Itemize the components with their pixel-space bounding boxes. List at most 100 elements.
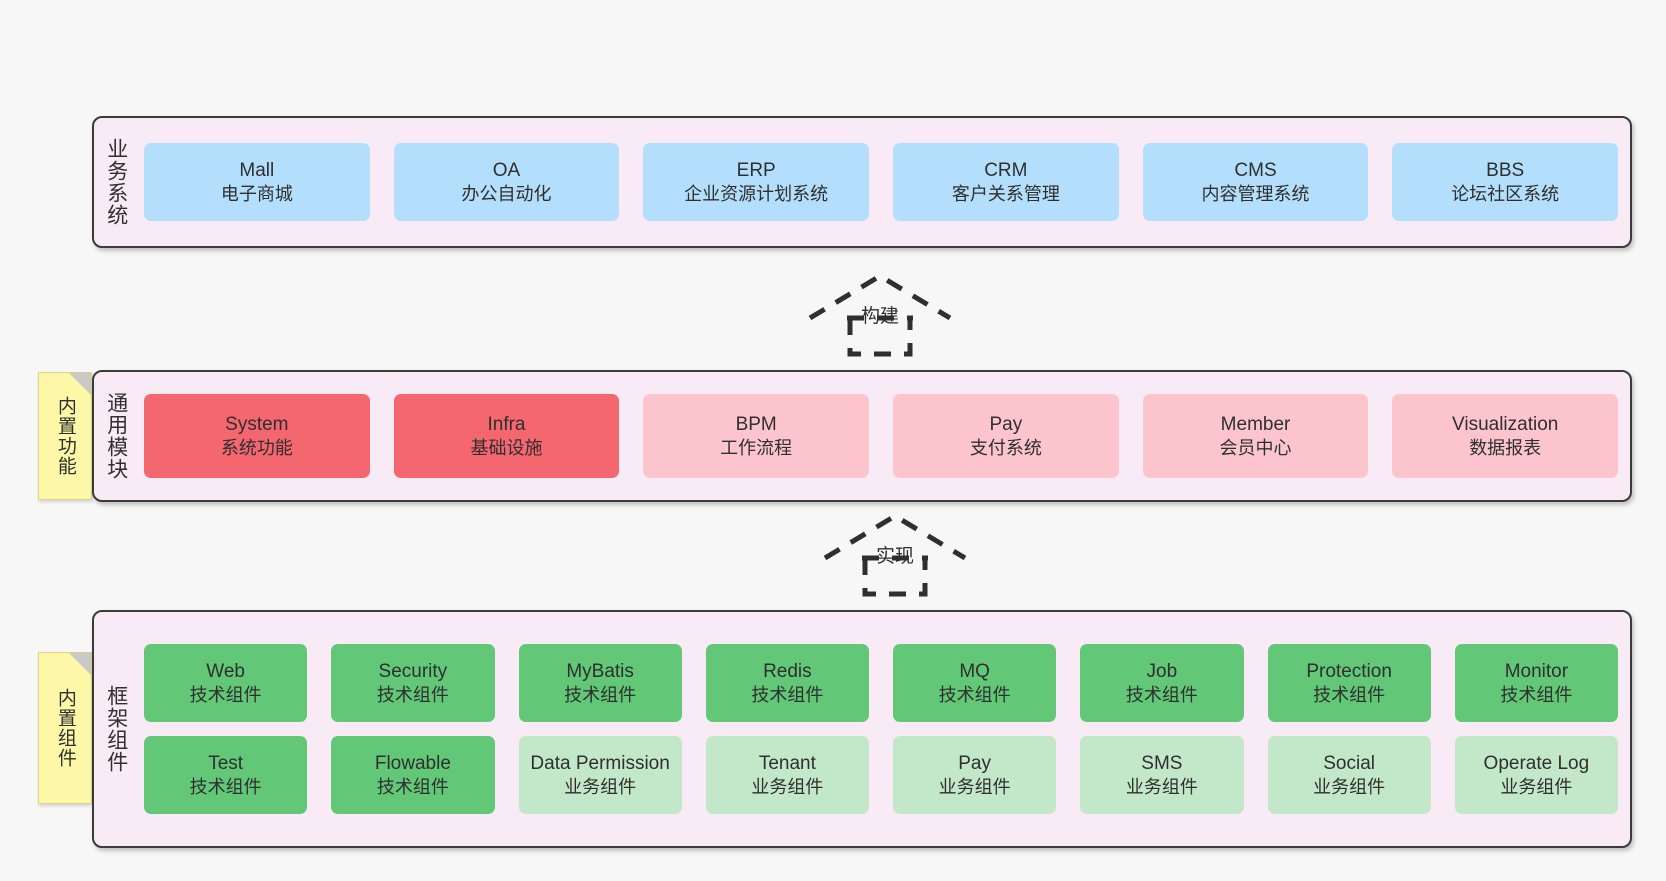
card-subtitle: 业务组件 [1313, 776, 1386, 797]
card-subtitle: 业务组件 [564, 776, 637, 797]
card-subtitle: 技术组件 [751, 684, 824, 705]
note-fold-corner-icon [69, 373, 91, 395]
card-subtitle: 企业资源计划系统 [684, 183, 829, 204]
card-title: Flowable [374, 752, 451, 774]
card-subtitle: 工作流程 [720, 437, 793, 458]
card-subtitle: 系统功能 [220, 437, 293, 458]
card-title: MyBatis [566, 660, 634, 682]
card-subtitle: 内容管理系统 [1201, 183, 1310, 204]
card-title: Data Permission [530, 752, 670, 774]
connector-implement: 实现 [820, 508, 970, 598]
card-subtitle: 技术组件 [1125, 684, 1198, 705]
note-fold-corner-icon [69, 653, 91, 675]
card-title: Pay [989, 413, 1023, 435]
connector-build: 构建 [805, 268, 955, 358]
layer-title-business: 业务系统 [104, 138, 128, 226]
card-title: CMS [1234, 159, 1277, 181]
card-title: BPM [735, 413, 777, 435]
card-title: Monitor [1504, 660, 1569, 682]
card-subtitle: 技术组件 [189, 776, 262, 797]
card-subtitle: 业务组件 [938, 776, 1011, 797]
card-title: Security [378, 660, 448, 682]
card-subtitle: 基础设施 [470, 437, 543, 458]
card-subtitle: 业务组件 [1500, 776, 1573, 797]
connector-implement-label: 实现 [875, 546, 914, 567]
arrow-shaft-icon [847, 318, 913, 357]
card-subtitle: 技术组件 [376, 684, 449, 705]
card-subtitle: 技术组件 [189, 684, 262, 705]
card-subtitle: 技术组件 [376, 776, 449, 797]
card-title: Mall [239, 159, 275, 181]
card-title: Member [1220, 413, 1291, 435]
card-title: CRM [984, 159, 1028, 181]
card-subtitle: 业务组件 [1125, 776, 1198, 797]
card-subtitle: 论坛社区系统 [1451, 183, 1560, 204]
card-title: Tenant [758, 752, 816, 774]
card-title: Protection [1306, 660, 1392, 682]
card-title: Social [1323, 752, 1375, 774]
layer-title-modules: 通用模块 [104, 392, 128, 480]
connector-build-label: 构建 [860, 306, 899, 327]
card-title: Job [1146, 660, 1178, 682]
card-title: BBS [1486, 159, 1525, 181]
card-subtitle: 办公自动化 [461, 183, 552, 204]
card-subtitle: 技术组件 [1500, 684, 1573, 705]
note-label-builtin-features: 内置功能 [54, 396, 76, 476]
card-subtitle: 数据报表 [1469, 437, 1542, 458]
arrowhead-triangle-icon [823, 513, 967, 561]
arrow-shaft-icon [862, 558, 928, 597]
card-title: Operate Log [1483, 752, 1590, 774]
note-builtin-components: 内置组件 [38, 652, 92, 804]
layer-title-framework: 框架组件 [104, 685, 128, 773]
card-title: Redis [763, 660, 812, 682]
card-subtitle: 客户关系管理 [951, 183, 1060, 204]
card-title: Web [206, 660, 245, 682]
card-subtitle: 技术组件 [938, 684, 1011, 705]
card-subtitle: 技术组件 [564, 684, 637, 705]
card-title: System [225, 413, 289, 435]
arrowhead-triangle-icon [808, 273, 952, 321]
card-subtitle: 会员中心 [1219, 437, 1292, 458]
card-title: MQ [959, 660, 990, 682]
note-label-builtin-components: 内置组件 [54, 688, 76, 768]
card-subtitle: 电子商城 [220, 183, 293, 204]
card-title: Infra [487, 413, 526, 435]
card-subtitle: 技术组件 [1313, 684, 1386, 705]
